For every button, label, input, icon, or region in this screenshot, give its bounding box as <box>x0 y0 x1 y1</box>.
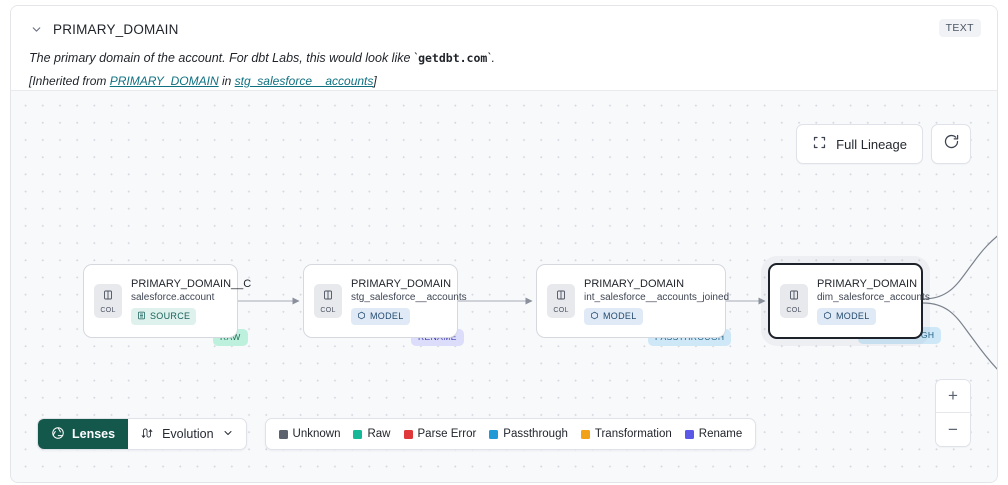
node-subtitle: stg_salesforce__accounts <box>351 291 467 303</box>
model-icon <box>357 311 366 322</box>
inherited-column-link[interactable]: PRIMARY_DOMAIN <box>109 73 219 88</box>
chevron-down-icon <box>222 427 234 442</box>
lenses-control-group: Lenses Evolution <box>37 418 247 450</box>
lineage-node-3[interactable]: COL PRIMARY_DOMAIN int_salesforce__accou… <box>536 264 729 338</box>
legend-swatch <box>278 429 288 439</box>
page-title: PRIMARY_DOMAIN <box>53 21 179 37</box>
node-kind-label: MODEL <box>603 311 637 321</box>
full-lineage-button[interactable]: Full Lineage <box>796 124 923 164</box>
node-title: PRIMARY_DOMAIN__C <box>131 277 252 290</box>
legend-label: Transformation <box>594 428 672 440</box>
evolution-icon <box>140 426 154 443</box>
legend-swatch <box>489 429 499 439</box>
lenses-label: Lenses <box>72 427 116 441</box>
evolution-label: Evolution <box>162 427 214 441</box>
lineage-canvas[interactable]: Full Lineage COL <box>11 90 997 482</box>
legend-label: Raw <box>367 428 391 440</box>
chevron-down-icon[interactable] <box>29 22 43 36</box>
legend-label: Rename <box>698 428 743 440</box>
column-chip-label: COL <box>320 307 336 314</box>
column-chip-label: COL <box>786 307 802 314</box>
column-icon <box>788 288 800 306</box>
column-chip: COL <box>547 284 575 318</box>
lenses-button[interactable]: Lenses <box>38 419 129 449</box>
full-lineage-label: Full Lineage <box>836 136 907 152</box>
node-body: PRIMARY_DOMAIN stg_salesforce__accounts … <box>342 278 467 325</box>
node-kind-badge: MODEL <box>817 307 876 325</box>
description-text-post: `. <box>487 51 495 65</box>
lineage-node-2[interactable]: COL PRIMARY_DOMAIN stg_salesforce__accou… <box>303 264 467 338</box>
panel-header: PRIMARY_DOMAIN TEXT The primary domain o… <box>11 6 997 90</box>
legend-swatch <box>353 429 363 439</box>
expand-icon <box>812 135 827 153</box>
lineage-legend: Unknown Raw Parse Error Passthrough <box>264 418 757 450</box>
column-description: The primary domain of the account. For d… <box>29 50 981 67</box>
node-kind-badge: MODEL <box>351 307 410 325</box>
inherited-model-link[interactable]: stg_salesforce__accounts <box>234 73 374 88</box>
legend-item-transformation: Transformation <box>580 428 672 440</box>
node-kind-badge: MODEL <box>584 307 643 325</box>
node-title: PRIMARY_DOMAIN <box>584 277 685 290</box>
legend-item-unknown: Unknown <box>278 428 341 440</box>
node-kind-badge: SOURCE <box>131 307 197 325</box>
node-body: PRIMARY_DOMAIN__C salesforce.account SOU… <box>122 278 251 325</box>
legend-swatch <box>580 429 590 439</box>
legend-label: Passthrough <box>503 428 568 440</box>
node-subtitle: salesforce.account <box>131 291 215 303</box>
lineage-node-1[interactable]: COL PRIMARY_DOMAIN__C salesforce.account… <box>83 264 251 338</box>
legend-label: Parse Error <box>417 428 477 440</box>
column-chip-label: COL <box>553 307 569 314</box>
legend-item-parse-error: Parse Error <box>403 428 477 440</box>
lineage-edges <box>238 235 997 370</box>
refresh-icon <box>943 133 960 155</box>
legend-item-rename: Rename <box>684 428 743 440</box>
column-icon <box>555 288 567 306</box>
column-chip: COL <box>780 284 808 318</box>
node-title: PRIMARY_DOMAIN <box>351 277 452 290</box>
canvas-bottom-toolbar: Lenses Evolution <box>37 418 757 450</box>
zoom-out-button[interactable]: − <box>936 413 970 446</box>
node-kind-label: MODEL <box>836 311 870 321</box>
evolution-dropdown[interactable]: Evolution <box>128 419 245 449</box>
inherited-from-note: [Inherited from PRIMARY_DOMAIN in stg_sa… <box>29 74 981 88</box>
legend-item-passthrough: Passthrough <box>489 428 568 440</box>
canvas-top-controls: Full Lineage <box>796 124 971 164</box>
node-subtitle: dim_salesforce_accounts <box>817 291 930 303</box>
column-icon <box>102 288 114 306</box>
node-body: PRIMARY_DOMAIN int_salesforce__accounts_… <box>575 278 729 325</box>
column-chip-label: COL <box>100 307 116 314</box>
node-body: PRIMARY_DOMAIN dim_salesforce_accounts M… <box>808 278 930 325</box>
lineage-node-4-selected[interactable]: COL PRIMARY_DOMAIN dim_salesforce_accoun… <box>768 263 930 339</box>
column-chip: COL <box>314 284 342 318</box>
legend-swatch <box>684 429 694 439</box>
description-code: getdbt.com <box>418 51 488 65</box>
node-kind-label: SOURCE <box>150 311 191 321</box>
legend-swatch <box>403 429 413 439</box>
node-title: PRIMARY_DOMAIN <box>817 277 918 290</box>
column-type-badge: TEXT <box>938 19 981 37</box>
inherited-middle: in <box>218 73 235 88</box>
aperture-icon <box>51 426 65 443</box>
column-detail-panel: PRIMARY_DOMAIN TEXT The primary domain o… <box>10 5 998 483</box>
description-text-pre: The primary domain of the account. For d… <box>29 51 419 65</box>
legend-item-raw: Raw <box>353 428 391 440</box>
inherited-suffix: ] <box>373 73 377 88</box>
column-chip: COL <box>94 284 122 318</box>
column-icon <box>322 288 334 306</box>
zoom-controls: + − <box>935 379 971 447</box>
refresh-button[interactable] <box>931 124 971 164</box>
zoom-in-button[interactable]: + <box>936 380 970 413</box>
node-kind-label: MODEL <box>370 311 404 321</box>
model-icon <box>823 311 832 322</box>
source-icon <box>137 311 146 322</box>
model-icon <box>590 311 599 322</box>
legend-label: Unknown <box>292 428 341 440</box>
inherited-prefix: [Inherited from <box>29 73 110 88</box>
node-subtitle: int_salesforce__accounts_joined <box>584 291 730 303</box>
